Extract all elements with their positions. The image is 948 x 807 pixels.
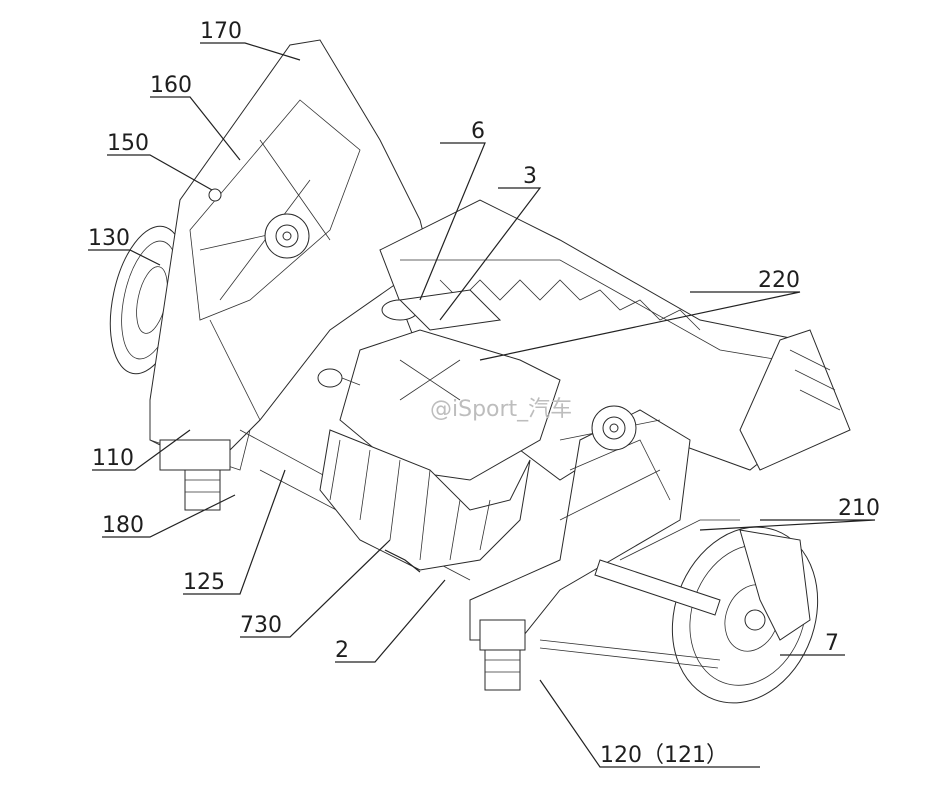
label-2: 2 — [335, 638, 349, 663]
electric-drive-unit — [317, 289, 561, 573]
label-3: 3 — [523, 164, 537, 189]
label-220: 220 — [758, 268, 800, 293]
label-6: 6 — [471, 119, 485, 144]
label-210: 210 — [838, 496, 880, 521]
label-730: 730 — [240, 613, 282, 638]
label-180: 180 — [102, 513, 144, 538]
callouts: 170 160 150 130 6 3 220 110 180 125 730 … — [88, 19, 880, 768]
label-130: 130 — [88, 226, 130, 251]
watermark-text: @iSport_汽车 — [430, 397, 572, 422]
label-125: 125 — [183, 570, 225, 595]
label-110: 110 — [92, 446, 134, 471]
label-170: 170 — [200, 19, 242, 44]
label-7: 7 — [825, 631, 839, 656]
label-160: 160 — [150, 73, 192, 98]
right-brake-disc — [539, 519, 819, 704]
label-120-121: 120（121） — [600, 743, 728, 768]
left-subframe-tower — [149, 39, 431, 511]
label-150: 150 — [107, 131, 149, 156]
